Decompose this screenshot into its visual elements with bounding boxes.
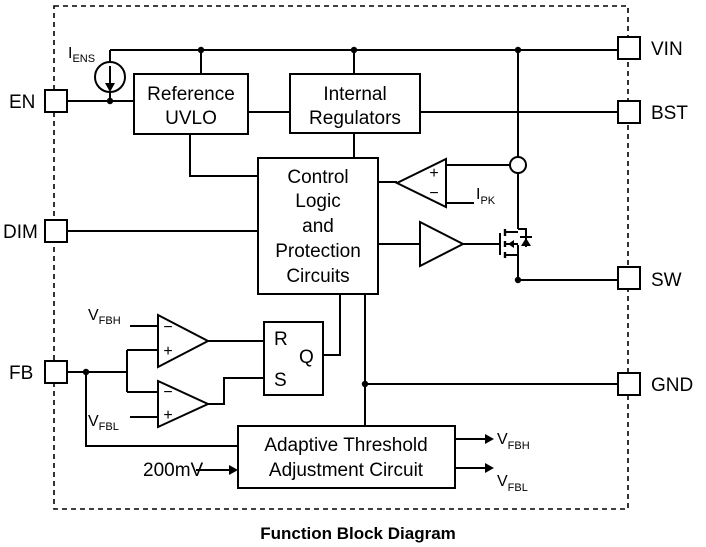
svg-text:FB: FB (9, 363, 33, 384)
svg-text:+: + (163, 343, 172, 360)
svg-text:Q: Q (299, 347, 314, 368)
pin-dim: DIM (3, 219, 68, 243)
adaptive-threshold-block: Adaptive Threshold Adjustment Circuit (237, 425, 456, 489)
ic-boundary (53, 5, 629, 510)
svg-text:Adaptive Threshold: Adaptive Threshold (264, 435, 427, 456)
svg-text:and: and (302, 216, 334, 237)
gate-driver-buffer (419, 220, 466, 268)
pin-gnd: GND (617, 372, 693, 396)
vfbh-comparator: − + (157, 313, 211, 369)
svg-text:Reference: Reference (147, 84, 235, 105)
vfbh-input-label: VFBH (88, 307, 121, 327)
iens-label: IENS (68, 45, 95, 65)
ref-200mv-label: 200mV (143, 460, 204, 481)
current-comparator: + − (394, 157, 447, 209)
svg-text:−: − (429, 185, 438, 202)
reference-uvlo-block: Reference UVLO (133, 73, 249, 135)
svg-text:Regulators: Regulators (309, 108, 401, 129)
mosfet-icon (499, 229, 532, 258)
pin-sw: SW (617, 266, 682, 291)
svg-text:Control: Control (287, 167, 348, 188)
vfbl-comparator: − + (157, 379, 211, 429)
vfbl-input-label: VFBL (88, 413, 119, 433)
svg-text:EN: EN (9, 92, 35, 113)
pin-fb: FB (9, 360, 68, 384)
pin-bst: BST (617, 100, 688, 124)
rs-latch: R S Q (263, 321, 324, 396)
internal-regulators-block: Internal Regulators (289, 73, 421, 134)
svg-text:DIM: DIM (3, 222, 38, 243)
vfbh-output-label: VFBH (497, 431, 530, 452)
ipk-label: IPK (476, 186, 496, 207)
svg-text:BST: BST (651, 103, 688, 124)
svg-text:SW: SW (651, 270, 682, 291)
svg-text:R: R (274, 329, 288, 350)
svg-text:+: + (163, 407, 172, 424)
control-logic-block: Control Logic and Protection Circuits (257, 157, 379, 295)
current-source-iens (94, 61, 126, 93)
svg-text:S: S (274, 370, 287, 391)
svg-text:Adjustment Circuit: Adjustment Circuit (269, 460, 424, 481)
svg-text:GND: GND (651, 375, 693, 396)
arrowheads (229, 434, 494, 475)
svg-text:Logic: Logic (295, 191, 340, 212)
svg-text:Circuits: Circuits (286, 266, 349, 287)
diagram-caption: Function Block Diagram (260, 524, 456, 543)
svg-text:Protection: Protection (275, 241, 361, 262)
svg-text:Internal: Internal (323, 84, 386, 105)
svg-text:+: + (429, 165, 438, 182)
junction-dots (82, 46, 522, 388)
wires (67, 49, 618, 471)
svg-text:−: − (163, 319, 172, 336)
svg-text:VIN: VIN (651, 39, 683, 60)
svg-text:UVLO: UVLO (165, 108, 217, 129)
svg-text:−: − (163, 384, 172, 401)
pin-en: EN (9, 89, 68, 113)
vfbl-output-label: VFBL (497, 473, 528, 494)
current-sense-symbol (509, 156, 527, 174)
pin-vin: VIN (617, 36, 683, 60)
